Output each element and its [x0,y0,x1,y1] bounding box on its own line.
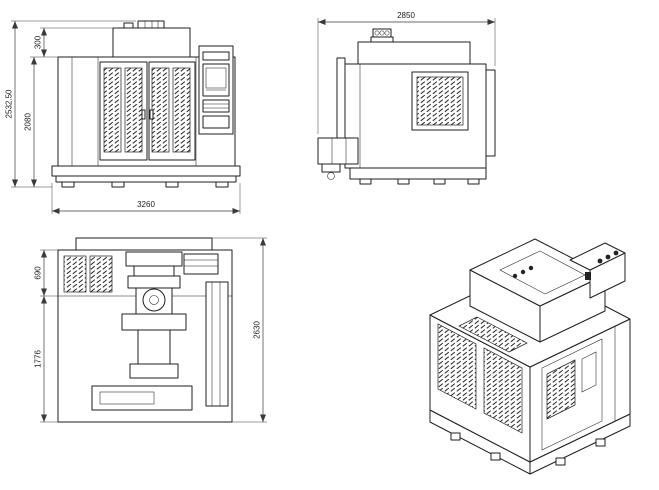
front-foot [215,181,229,188]
dim-side-overall-depth-label: 2850 [397,11,415,20]
iso-tool-changer-arm [569,242,626,299]
control-panel-screen-frame [202,63,230,97]
dim-front-head-height-label: 300 [34,35,43,49]
top-column-cover [75,237,213,251]
iso-foot [555,457,566,466]
front-base-upper [51,165,241,177]
side-louver-panel [416,76,464,126]
iso-head-enclosure [469,238,606,343]
dim-top-lower-depth-label: 1776 [34,350,43,368]
dim-front-body-height-label: 2080 [24,113,33,131]
top-view: 690 1776 2630 [34,237,267,423]
front-control-panel [198,45,234,135]
top-spindle-assembly [121,251,187,379]
top-louver-panel [63,255,87,293]
front-doors [99,61,196,161]
top-louver-panel [89,255,113,293]
front-head-enclosure [112,27,191,58]
side-chip-conveyor [317,137,359,180]
side-signal-lamp [372,28,392,38]
side-head-enclosure [357,41,471,65]
isometric-view [429,238,631,475]
dim-front-total-height-label: 2532.50 [5,89,14,118]
front-base-lower [55,175,237,183]
front-louver-panel [172,67,191,153]
front-top-fitting [123,22,134,29]
front-louver-panel [103,67,122,153]
top-right-rail [205,281,229,407]
side-foot [397,178,410,185]
front-top-vent [137,20,165,29]
control-panel-cap [202,51,230,61]
top-operator-door [91,385,193,411]
front-dim-head-height: 300 [34,27,113,57]
front-foot [111,181,125,188]
iso-top-louver-strip [458,316,528,353]
front-foot [165,181,179,188]
side-lamp-base [370,36,394,43]
side-machine-outline [317,28,496,185]
side-foot [359,178,372,185]
control-panel-screen [205,67,227,89]
front-dim-total-height: 2532.50 [5,20,136,188]
front-foot [61,181,75,188]
top-aux-box [183,253,219,275]
top-machine-outline [57,237,233,423]
dim-top-upper-depth-label: 690 [34,266,43,280]
top-spindle [142,288,166,312]
front-dim-overall-width: 3260 [51,183,241,214]
control-panel-keys [202,99,230,113]
iso-front-door [541,326,616,451]
front-view: 2532.50 2080 300 3260 [5,20,241,214]
iso-foot [450,432,461,441]
control-panel-tray [202,115,230,129]
side-front-panel [485,69,496,157]
front-louver-panel [124,67,143,153]
front-louver-panel [151,67,170,153]
side-foot [467,178,480,185]
iso-louver-panel [483,347,523,434]
side-view: 2850 [317,11,496,185]
dim-top-overall-depth-label: 2630 [253,321,262,339]
iso-foot [490,452,501,461]
front-door-handle-right [149,109,154,120]
iso-base [429,409,631,475]
dim-front-overall-width-label: 3260 [137,200,155,209]
side-foot [433,178,446,185]
iso-arm-bracket [585,272,591,280]
top-dim-overall-depth: 2630 [212,237,267,423]
top-cross-slide [121,313,187,331]
iso-louver-panel [437,323,477,410]
top-dim-lower-depth: 1776 [34,296,58,423]
top-table [137,329,171,365]
iso-door-window [581,351,597,393]
front-door-handle-left [141,109,146,120]
side-dim-overall-depth: 2850 [317,11,496,134]
side-base [349,167,487,180]
iso-foot [595,438,606,447]
side-conveyor-motor [327,172,335,180]
iso-door-louver [546,359,576,420]
top-dim-upper-depth: 690 [34,249,58,297]
